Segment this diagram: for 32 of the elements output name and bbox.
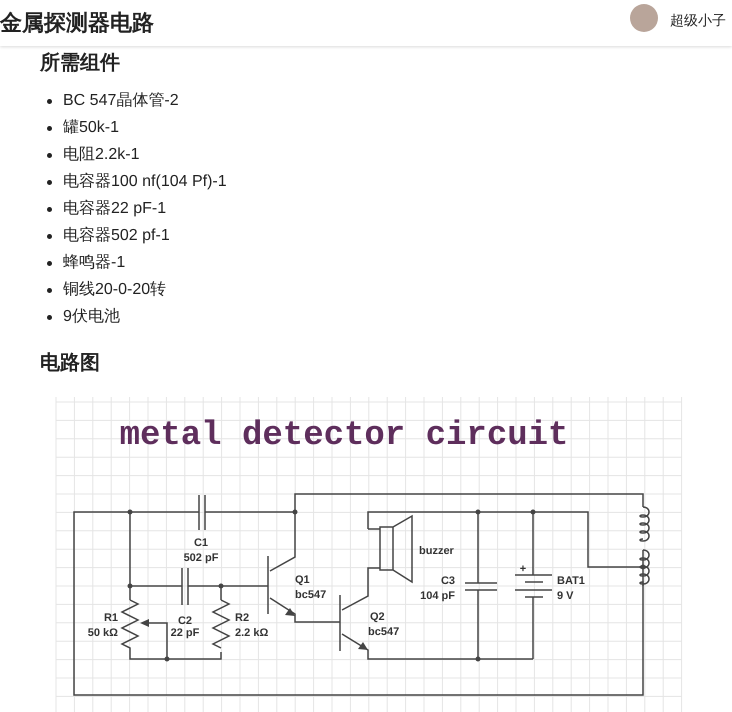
component-label: C3 — [440, 575, 455, 587]
list-item: 铜线20-0-20转 — [63, 280, 166, 300]
component-label: 9 V — [557, 590, 574, 602]
list-item: 电容器22 pF-1 — [63, 198, 166, 219]
component-label: 50 kΩ — [88, 627, 118, 639]
component-label: Q1 — [295, 574, 310, 586]
component-label: BAT1 — [557, 575, 585, 587]
component-label: 104 pF — [420, 590, 455, 602]
list-item: 电容器100 nf(104 Pf)-1 — [63, 172, 227, 192]
component-label: bc547 — [295, 589, 326, 601]
list-item: 电容器502 pf-1 — [63, 226, 170, 246]
component-label: bc547 — [368, 626, 400, 638]
component-label: R1 — [104, 612, 118, 624]
list-item: 蜂鸣器-1 — [63, 252, 126, 273]
component-label: C2 — [178, 615, 192, 627]
component-label: 502 pF — [184, 552, 218, 564]
list-item: 9伏电池 — [63, 306, 120, 327]
user-name: 超级小子 — [670, 11, 726, 30]
component-label: 22 pF — [170, 627, 200, 639]
component-label: C1 — [194, 537, 208, 549]
section-heading: 电路图 — [40, 351, 100, 376]
section-heading: 所需组件 — [40, 51, 120, 76]
list-item: 罐50k-1 — [63, 118, 120, 138]
list-item: 电阻2.2k-1 — [63, 144, 140, 165]
component-label: Q2 — [370, 611, 385, 623]
list-item: BC 547晶体管-2 — [63, 91, 179, 111]
component-label: R2 — [235, 612, 250, 624]
polarity-sign: + — [520, 563, 526, 575]
component-label: buzzer — [419, 545, 454, 557]
component-label: 2.2 kΩ — [235, 627, 268, 639]
circuit-name-label: metal detector circuit — [120, 417, 568, 455]
page-title: 金属探测器电路 — [0, 9, 154, 37]
